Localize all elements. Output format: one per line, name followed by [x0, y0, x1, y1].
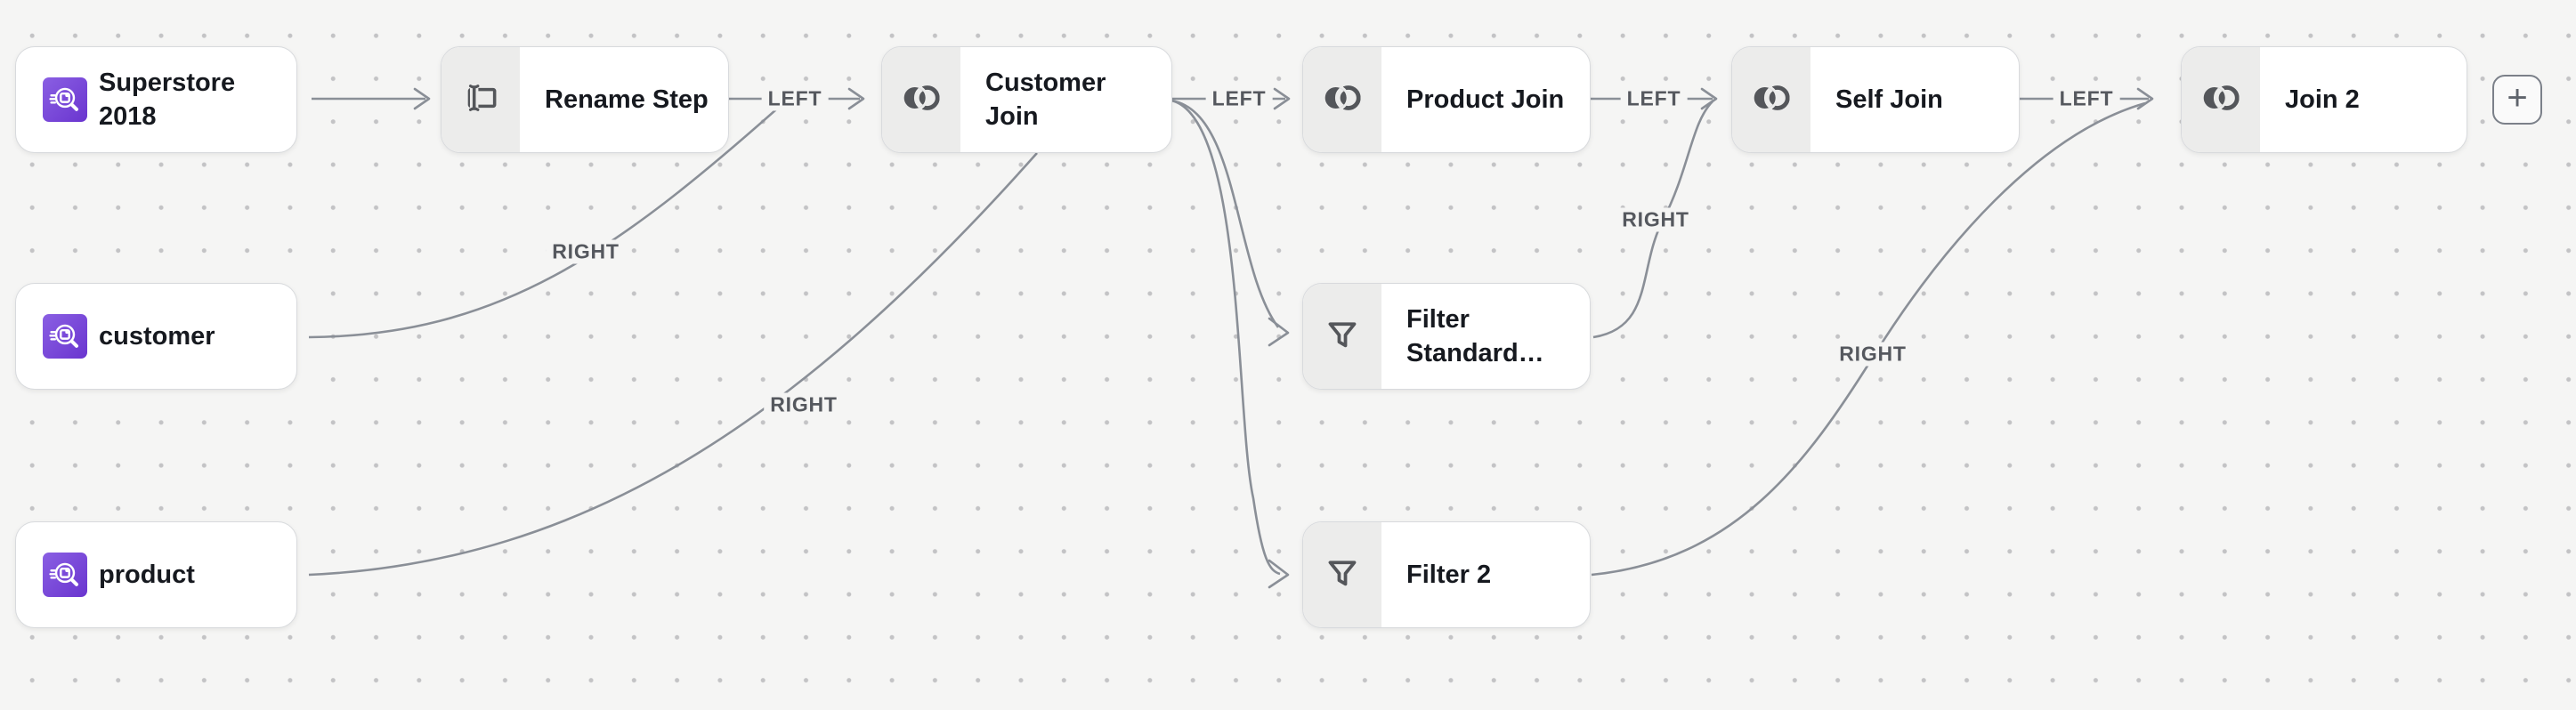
node-label: customer — [99, 322, 215, 351]
arrowhead-icon — [413, 87, 431, 110]
node-icon-section — [441, 47, 520, 152]
flow-node-rename-step[interactable]: Rename Step — [441, 46, 729, 153]
node-label: Product Join — [1406, 85, 1565, 114]
dataset-icon — [43, 77, 87, 122]
node-label: Superstore 2018 — [99, 69, 236, 131]
node-icon-section — [1303, 47, 1381, 152]
edge-label-self-join-to-join-2: LEFT — [2053, 86, 2120, 111]
dataset-icon — [43, 314, 87, 359]
edge-product-to-customer-join — [308, 152, 1038, 577]
node-label: Rename Step — [545, 85, 709, 114]
node-icon-section — [1303, 284, 1381, 389]
node-label: Filter 2 — [1406, 561, 1492, 589]
filter-icon — [1324, 317, 1360, 357]
edge-label-rename-to-customer-join: LEFT — [761, 86, 829, 111]
edge-label-customer-to-customer-join: RIGHT — [546, 239, 626, 264]
edge-label-filter-2-to-join-2: RIGHT — [1833, 342, 1913, 367]
rename-icon — [459, 81, 502, 119]
flow-node-join-2[interactable]: Join 2 — [2181, 46, 2467, 153]
flow-node-superstore-2018[interactable]: Superstore 2018 — [15, 46, 297, 153]
edge-customer-join-to-filter-standard — [1171, 99, 1280, 328]
node-label: Filter Standard… — [1406, 305, 1544, 367]
flow-node-filter-2[interactable]: Filter 2 — [1302, 521, 1591, 628]
node-label: Self Join — [1835, 85, 1943, 114]
add-node-button[interactable]: + — [2492, 75, 2542, 125]
edge-label-product-to-customer-join: RIGHT — [764, 392, 844, 417]
node-icon-section — [1303, 522, 1381, 627]
join-icon — [2199, 82, 2242, 118]
node-label: Join 2 — [2285, 85, 2360, 114]
node-label: Customer Join — [985, 69, 1106, 131]
flow-node-self-join[interactable]: Self Join — [1731, 46, 2020, 153]
flow-node-product-join[interactable]: Product Join — [1302, 46, 1591, 153]
node-label: product — [99, 561, 195, 589]
edge-label-product-join-to-self-join: LEFT — [1620, 86, 1688, 111]
arrowhead-icon — [2136, 87, 2154, 110]
edge-customer-to-customer-join — [308, 102, 784, 339]
node-icon-section — [1732, 47, 1810, 152]
join-icon — [900, 82, 943, 118]
flow-node-customer-join[interactable]: Customer Join — [881, 46, 1172, 153]
join-icon — [1750, 82, 1793, 118]
arrowhead-icon — [1268, 317, 1290, 347]
join-icon — [1321, 82, 1364, 118]
edge-label-filter-standard-to-self-join: RIGHT — [1616, 207, 1696, 232]
dataset-icon — [43, 553, 87, 597]
node-icon-section — [2182, 47, 2260, 152]
arrowhead-icon — [847, 87, 865, 110]
flow-node-product[interactable]: product — [15, 521, 297, 628]
arrowhead-icon — [1273, 87, 1291, 110]
plus-icon: + — [2507, 78, 2528, 117]
flow-node-filter-standard[interactable]: Filter Standard… — [1302, 283, 1591, 390]
node-icon-section — [882, 47, 960, 152]
filter-icon — [1324, 555, 1360, 595]
edge-label-customer-join-to-product-join: LEFT — [1205, 86, 1273, 111]
arrowhead-icon — [1268, 559, 1290, 589]
edge-customer-join-to-filter-2 — [1171, 99, 1281, 576]
arrowhead-icon — [1700, 87, 1718, 110]
flow-node-customer[interactable]: customer — [15, 283, 297, 390]
